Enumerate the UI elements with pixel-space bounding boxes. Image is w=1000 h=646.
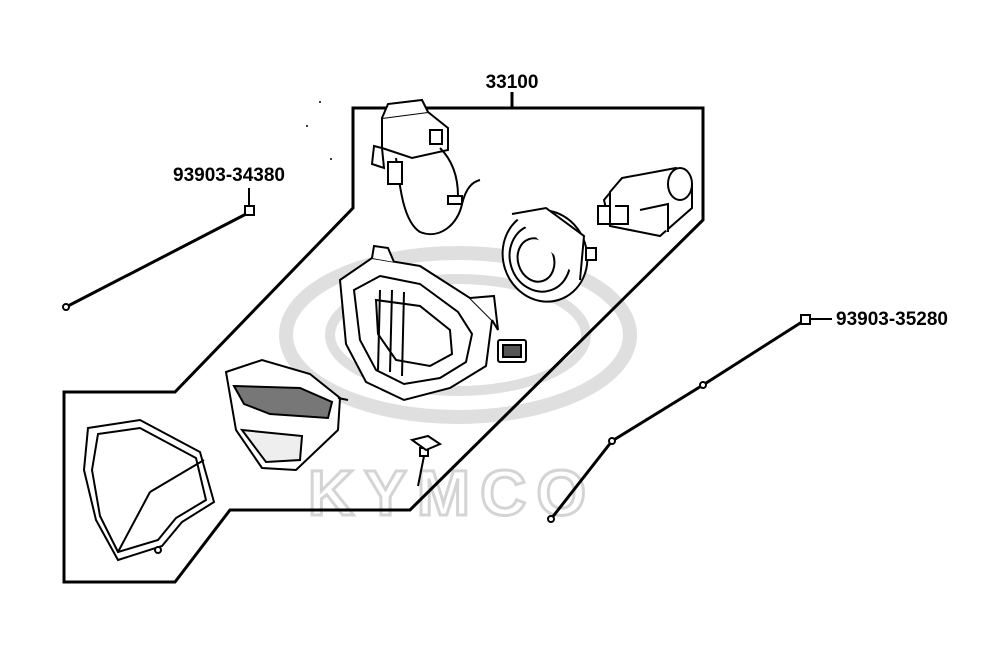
rubber-grommet [497, 339, 527, 363]
right-screw-joint [699, 381, 707, 389]
assembly-part-number: 33100 [486, 72, 539, 93]
right-screw: 93903-35280 [547, 309, 948, 523]
watermark-oval-outer [279, 246, 637, 424]
right-screw-shaft-mid [611, 383, 704, 443]
headlight-housing [338, 244, 499, 402]
stray-mark [306, 125, 308, 127]
right-screw-tip [547, 515, 555, 523]
turn-signal-socket [597, 166, 693, 238]
left-screw-shaft [65, 210, 251, 309]
outer-headlight-lens [82, 418, 216, 562]
stray-mark [319, 101, 321, 103]
right-screw-head [800, 314, 811, 325]
assembly-boundary [62, 106, 705, 584]
clip-nut [409, 434, 443, 452]
headlight-ring [501, 206, 597, 303]
right-screw-shaft-lower [549, 440, 614, 520]
kymco-watermark: KYMCO [279, 246, 637, 531]
assembly-callout: 33100 [486, 72, 539, 108]
left-screw-tip [62, 303, 70, 311]
part-label-93903-34380: 93903-34380 [173, 165, 285, 186]
watermark-text: KYMCO [308, 457, 596, 529]
right-screw-shaft-upper [702, 318, 806, 387]
inner-reflector-panel [224, 358, 349, 472]
stray-mark [330, 158, 332, 160]
left-screw-head [244, 205, 255, 216]
right-screw-joint [608, 437, 616, 445]
part-label-93903-35280: 93903-35280 [836, 309, 948, 330]
left-screw: 93903-34380 [62, 165, 285, 311]
bulb-socket-connector [370, 98, 481, 235]
